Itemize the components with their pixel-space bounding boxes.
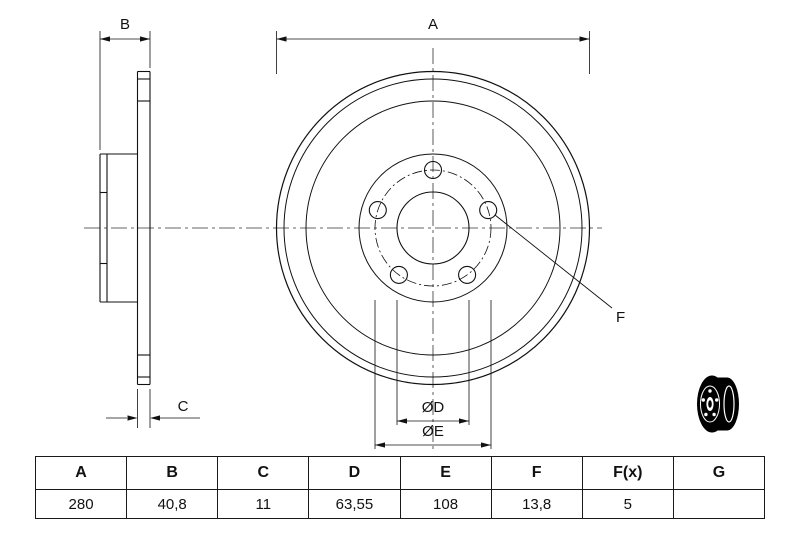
bolt-hole bbox=[368, 201, 387, 220]
bolt-pitch-circle bbox=[374, 169, 492, 287]
arrowhead bbox=[150, 415, 160, 421]
table-value-f: 13,8 bbox=[490, 489, 583, 519]
arrowhead bbox=[375, 442, 385, 448]
table-header-c: C bbox=[217, 456, 310, 490]
centerlines bbox=[84, 48, 602, 450]
outer-diameter-circle bbox=[275, 70, 591, 386]
dim-f-label: F bbox=[616, 309, 625, 326]
dim-d-label: ØD bbox=[422, 399, 445, 416]
table-header-f: F bbox=[490, 456, 583, 490]
table-header-row: A B C D E F F(x) G bbox=[34, 456, 766, 490]
bolt-hole bbox=[389, 265, 408, 284]
front-view bbox=[275, 70, 591, 386]
side-view-profile bbox=[99, 70, 151, 386]
center-bore-circle bbox=[396, 191, 470, 265]
arrowhead bbox=[459, 418, 469, 424]
table-header-d: D bbox=[308, 456, 401, 490]
bolt-hole bbox=[458, 265, 477, 284]
table-value-g bbox=[672, 489, 766, 519]
table-value-row: 280 40,8 11 63,55 108 13,8 5 bbox=[34, 489, 766, 519]
dimension-table: A B C D E F F(x) G 280 40,8 11 63,55 108… bbox=[34, 456, 766, 519]
brake-disc-technical-drawing: A B C ØD bbox=[84, 16, 739, 450]
table-header-e: E bbox=[399, 456, 492, 490]
outer-chamfer-circle bbox=[283, 78, 583, 378]
arrowhead bbox=[100, 36, 110, 42]
hat-edge-circle bbox=[358, 153, 508, 303]
table-header-a: A bbox=[34, 456, 128, 490]
dimension-e: ØE bbox=[374, 300, 492, 449]
arrowhead bbox=[579, 36, 590, 42]
table-value-b: 40,8 bbox=[126, 489, 219, 519]
bolt-hole bbox=[423, 160, 443, 180]
dimension-c: C bbox=[106, 389, 200, 428]
brake-disc-thumbnail-icon bbox=[697, 375, 739, 433]
table-value-a: 280 bbox=[34, 489, 128, 519]
table-value-d: 63,55 bbox=[308, 489, 401, 519]
dim-a-label: A bbox=[428, 16, 438, 33]
table-header-fx: F(x) bbox=[581, 456, 674, 490]
arrowhead bbox=[140, 36, 150, 42]
table-header-b: B bbox=[126, 456, 219, 490]
leader-f: F bbox=[494, 214, 625, 326]
dimension-b: B bbox=[99, 16, 151, 150]
friction-band-inner-circle bbox=[305, 100, 561, 356]
table-value-c: 11 bbox=[217, 489, 310, 519]
arrowhead bbox=[397, 418, 407, 424]
table-value-fx: 5 bbox=[581, 489, 674, 519]
table-header-g: G bbox=[672, 456, 766, 490]
arrowhead bbox=[276, 36, 287, 42]
dim-b-label: B bbox=[120, 16, 130, 33]
bolt-hole bbox=[479, 201, 498, 220]
table-value-e: 108 bbox=[399, 489, 492, 519]
arrowhead bbox=[127, 415, 138, 421]
dim-e-label: ØE bbox=[422, 423, 444, 440]
dimension-a: A bbox=[276, 16, 590, 74]
dim-c-label: C bbox=[178, 398, 189, 415]
dimension-d: ØD bbox=[396, 300, 470, 425]
arrowhead bbox=[481, 442, 491, 448]
bolt-holes bbox=[368, 160, 498, 284]
